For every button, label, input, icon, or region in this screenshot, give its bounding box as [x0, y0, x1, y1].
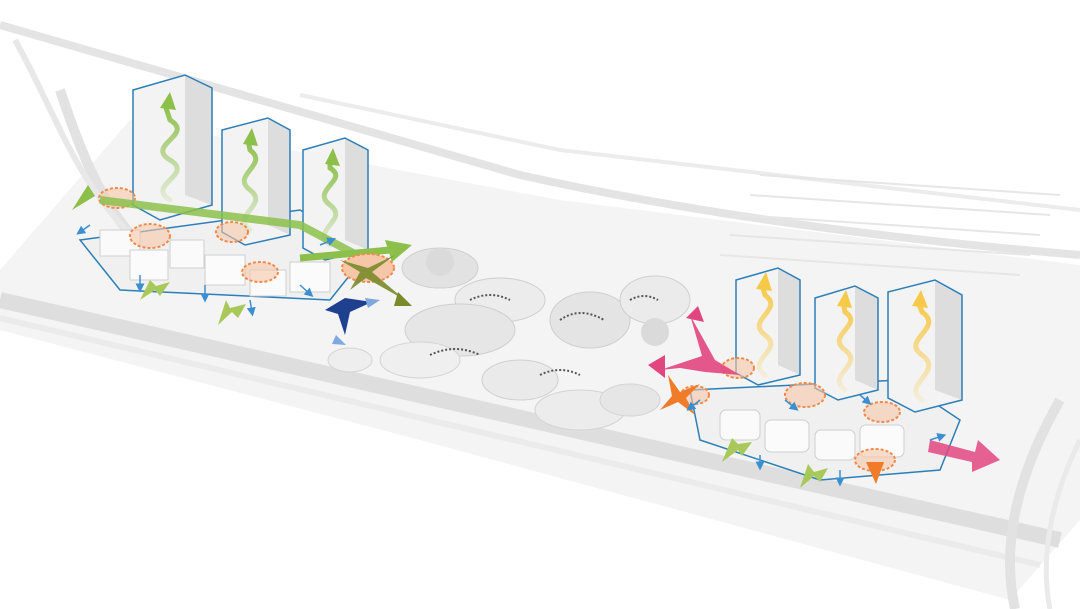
east-pink-hub: [648, 306, 740, 378]
parking-field: [719, 174, 1061, 276]
west-blue-hub: [325, 298, 380, 345]
directional-flow-arrow: [385, 240, 412, 262]
east-pink-exit-arrow: [928, 440, 1000, 472]
west-olive-hub: [340, 253, 412, 306]
spiral-arrowheads: [160, 92, 340, 166]
spiral-arrowheads-east: [756, 272, 928, 308]
east-tower-3: [887, 279, 963, 413]
exit-arrows: [140, 280, 828, 488]
west-green-connector: [72, 185, 412, 266]
access-arrows: [76, 224, 947, 487]
east-tower-2: [814, 285, 879, 401]
west-tower-2: [221, 117, 291, 246]
east-orange-hub: [660, 375, 884, 484]
central-pavilions: [327, 247, 691, 431]
west-tower-1: [132, 74, 213, 221]
west-tower-3: [302, 137, 369, 261]
spiral-circulation-arrow-east: [756, 282, 932, 403]
